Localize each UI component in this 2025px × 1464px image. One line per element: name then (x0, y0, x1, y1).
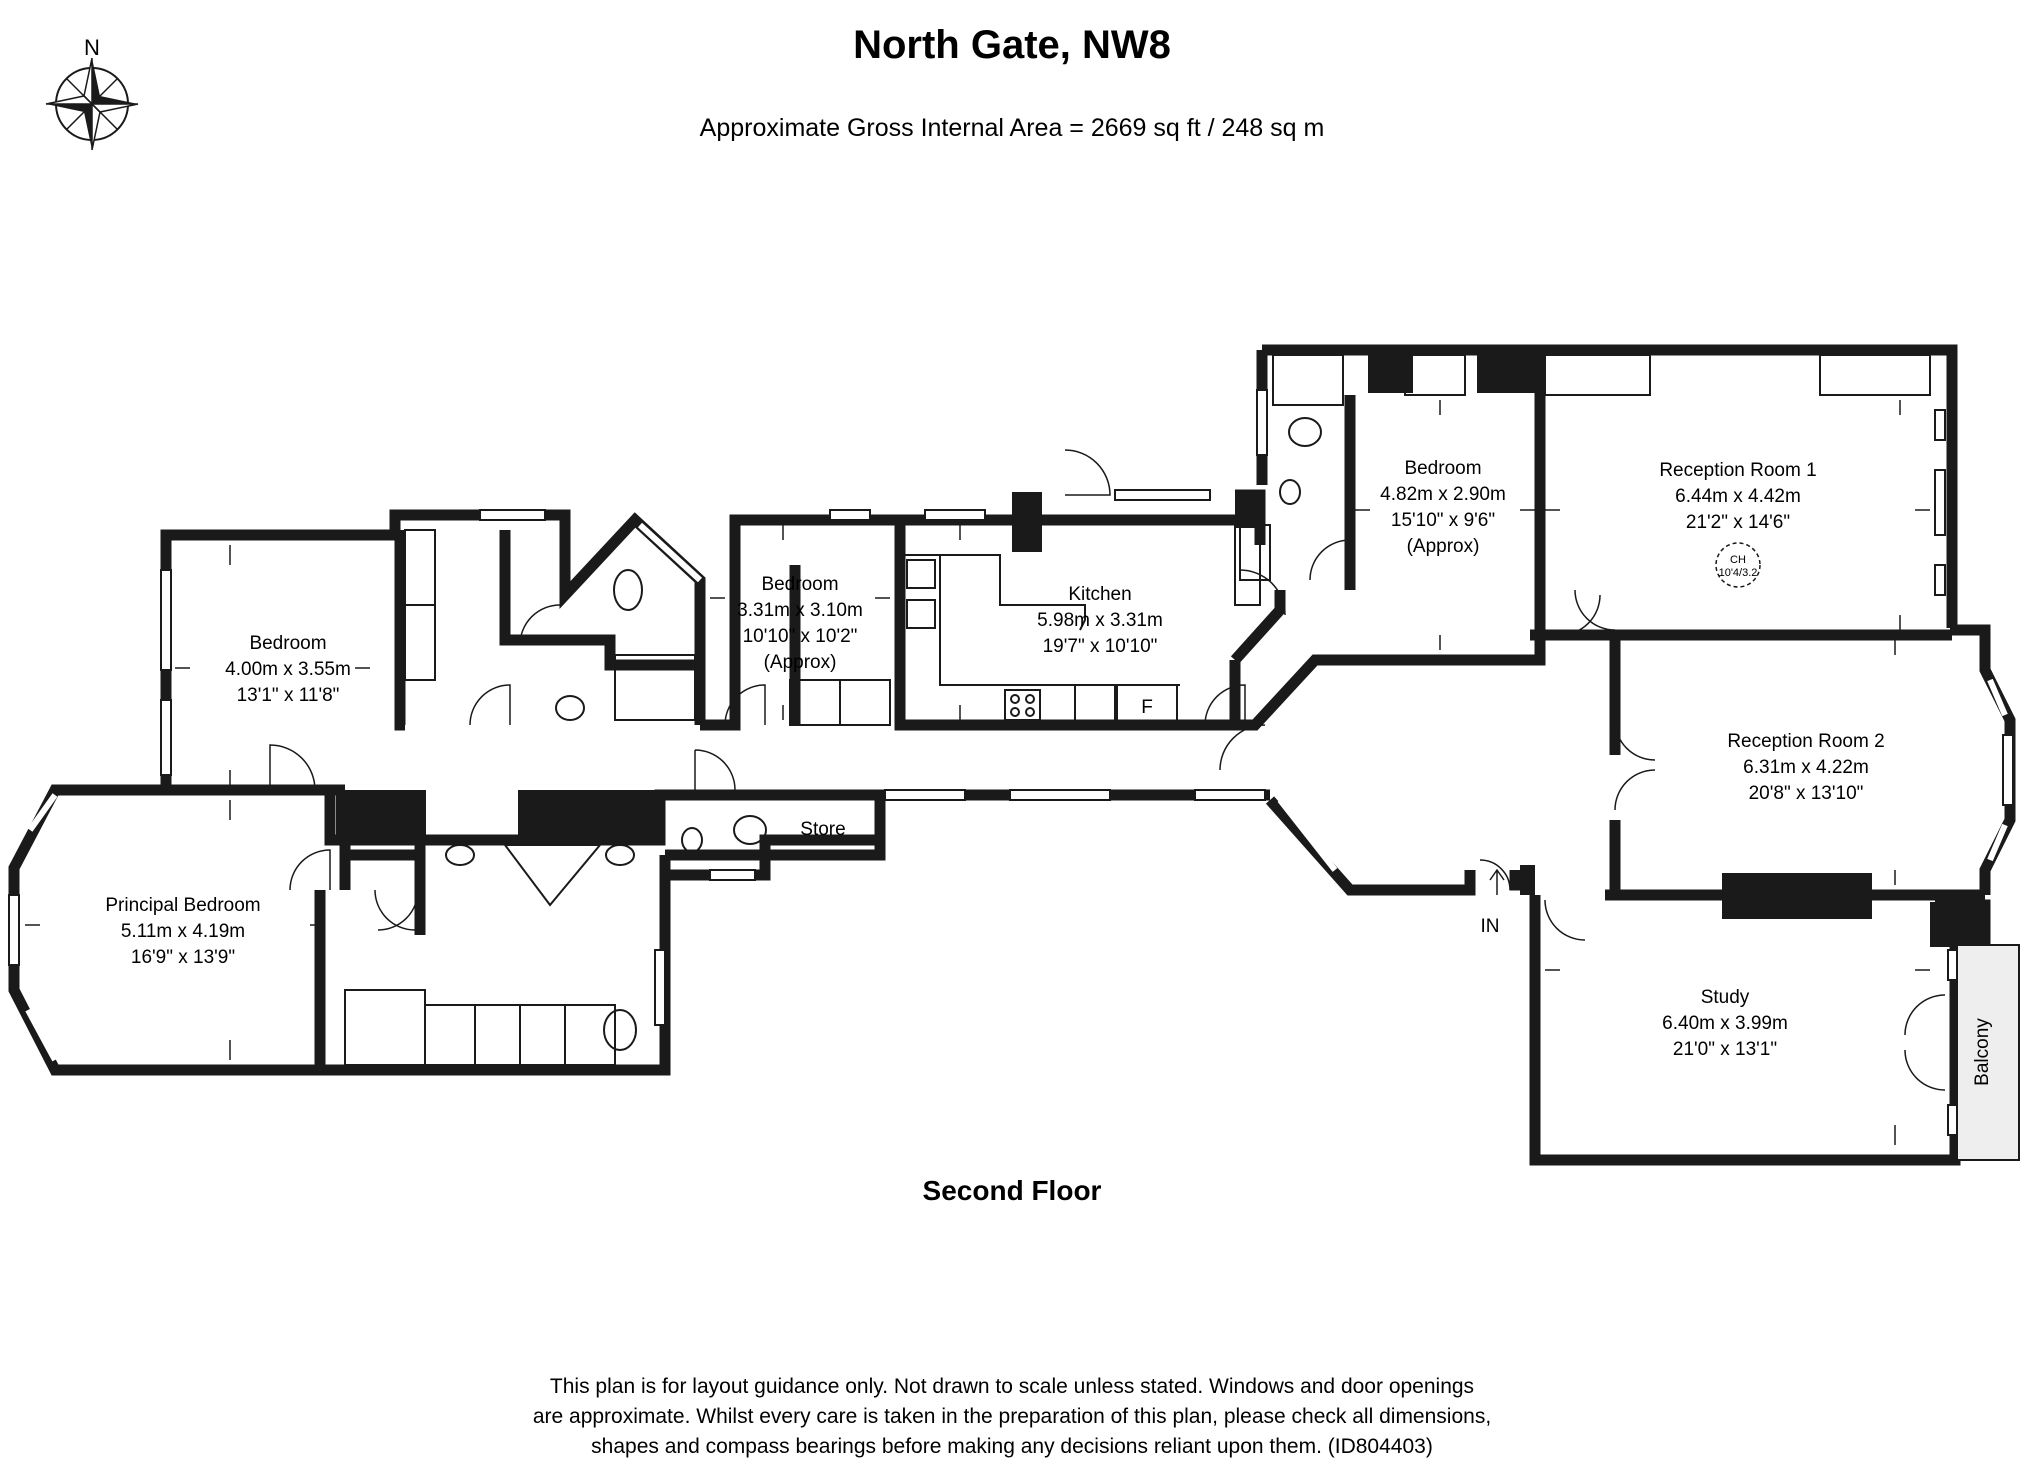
basin-icon (1279, 479, 1301, 505)
shower-icon (614, 654, 696, 721)
room-imperial: 21'0" x 13'1" (1673, 1039, 1777, 1060)
room-imperial: 19'7" x 10'10" (1043, 636, 1158, 657)
room-metric: 4.00m x 3.55m (225, 659, 351, 680)
toilet-icon (613, 569, 643, 611)
compass-north-label: N (84, 35, 100, 60)
room-imperial: 16'9" x 13'9" (131, 947, 235, 968)
room-imperial: 20'8" x 13'10" (1749, 783, 1864, 804)
fridge-icon (1116, 684, 1178, 724)
sink-icon (906, 559, 936, 589)
wardrobes (344, 354, 1931, 1066)
balcony (1956, 944, 2020, 1161)
shower-icon (1272, 354, 1344, 406)
room-imperial: 15'10" x 9'6" (1391, 510, 1495, 531)
doors (269, 449, 1946, 1091)
basin-icon (605, 844, 635, 866)
room-imperial: 13'1" x 11'8" (237, 685, 340, 706)
sanitaryware (445, 354, 1344, 1051)
room-name: Reception Room 2 (1727, 731, 1884, 752)
fridge-label: F (1141, 697, 1153, 718)
room-bedroom-west: Bedroom 4.00m x 3.55m 13'1" x 11'8" (225, 633, 351, 706)
plan-title: North Gate, NW8 (853, 23, 1171, 67)
room-imperial: 10'10" x 10'2" (743, 626, 858, 647)
disclaimer-line: shapes and compass bearings before makin… (591, 1435, 1433, 1458)
room-name: Reception Room 1 (1659, 460, 1816, 481)
room-name: Bedroom (249, 633, 326, 654)
toilet-icon (733, 815, 767, 845)
shower-icon (503, 844, 603, 907)
room-metric: 3.31m x 3.10m (737, 600, 863, 621)
basin-icon (555, 695, 585, 721)
room-name: Kitchen (1068, 584, 1131, 605)
room-name: Study (1701, 987, 1750, 1008)
room-name: Bedroom (761, 574, 838, 595)
gross-area: Approximate Gross Internal Area = 2669 s… (700, 114, 1325, 142)
room-note: (Approx) (1407, 536, 1480, 557)
room-principal-bedroom: Principal Bedroom 5.11m x 4.19m 16'9" x … (105, 895, 260, 968)
cylinder-dims: 10'4/3.2 (1719, 567, 1758, 579)
cylinder-icon (1715, 542, 1761, 588)
room-metric: 6.40m x 3.99m (1662, 1013, 1788, 1034)
cylinder-code: CH (1730, 554, 1746, 566)
room-reception-1: Reception Room 1 6.44m x 4.42m 21'2" x 1… (1659, 460, 1816, 533)
room-metric: 5.11m x 4.19m (121, 921, 245, 942)
balcony-label: Balcony (1972, 1018, 1993, 1086)
room-study: Study 6.40m x 3.99m 21'0" x 13'1" (1662, 987, 1788, 1060)
entrance-arrow-icon (1489, 868, 1505, 895)
store-label: Store (800, 819, 845, 840)
room-kitchen: Kitchen 5.98m x 3.31m 19'7" x 10'10" (1037, 584, 1163, 657)
floor-name: Second Floor (923, 1175, 1102, 1206)
room-imperial: 21'2" x 14'6" (1686, 512, 1790, 533)
kitchen-fittings (905, 554, 1180, 725)
disclaimer-line: are approximate. Whilst every care is ta… (533, 1405, 1491, 1428)
disclaimer-line: This plan is for layout guidance only. N… (550, 1375, 1474, 1398)
room-metric: 5.98m x 3.31m (1037, 610, 1163, 631)
dimension-arrows (25, 400, 1930, 1145)
windows (8, 389, 2014, 1136)
entrance-label: IN (1481, 916, 1500, 937)
sink-icon (906, 599, 936, 629)
room-note: (Approx) (764, 652, 837, 673)
room-metric: 6.31m x 4.22m (1743, 757, 1869, 778)
compass-icon (45, 57, 139, 151)
room-bedroom-mid: Bedroom 3.31m x 3.10m 10'10" x 10'2" (Ap… (737, 574, 863, 673)
room-reception-2: Reception Room 2 6.31m x 4.22m 20'8" x 1… (1727, 731, 1884, 804)
room-name: Principal Bedroom (105, 895, 260, 916)
room-metric: 6.44m x 4.42m (1675, 486, 1801, 507)
room-name: Bedroom (1404, 458, 1481, 479)
room-bedroom-east: Bedroom 4.82m x 2.90m 15'10" x 9'6" (App… (1380, 458, 1506, 557)
structural-blocks (336, 345, 1985, 947)
basin-icon (445, 844, 475, 866)
toilet-icon (603, 1009, 637, 1051)
room-metric: 4.82m x 2.90m (1380, 484, 1506, 505)
basin-icon (681, 827, 703, 853)
hob-icon (1004, 689, 1041, 721)
toilet-icon (1288, 417, 1322, 447)
